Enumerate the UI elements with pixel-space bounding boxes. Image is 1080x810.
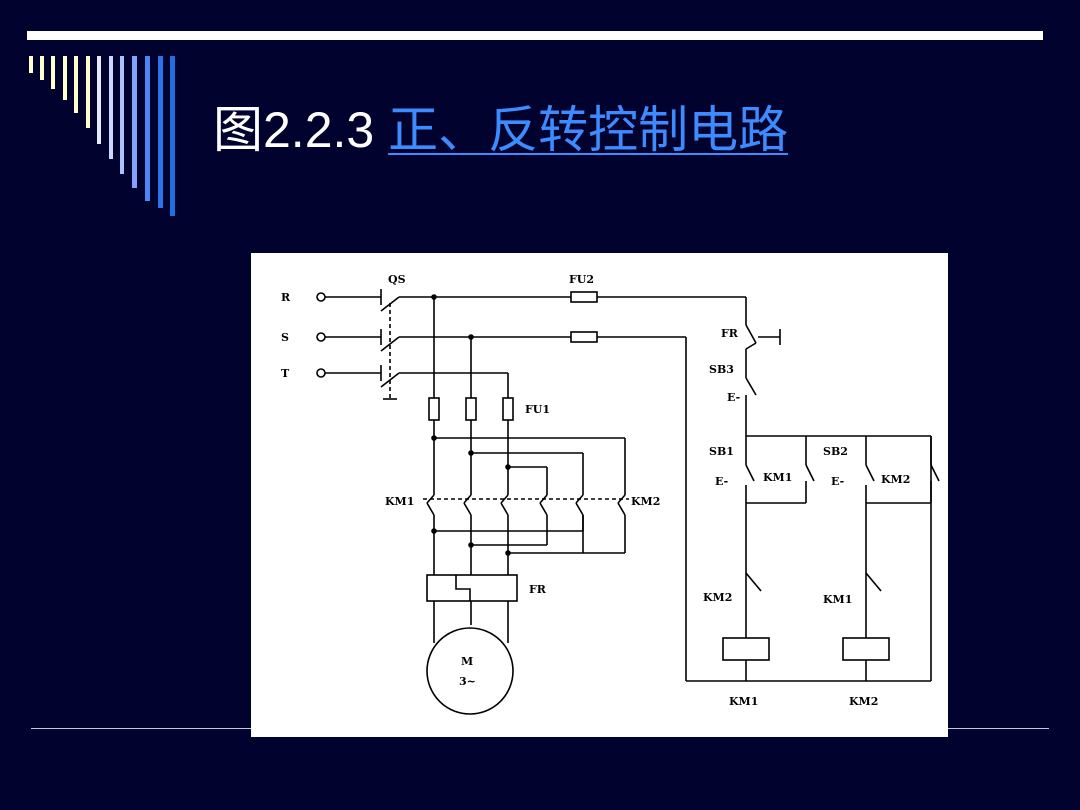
label-km1-interlock: KM1 — [823, 593, 852, 606]
label-qs: QS — [388, 273, 406, 286]
terminal-t — [316, 368, 326, 378]
label-km2-main: KM2 — [631, 495, 660, 508]
label-km1-main: KM1 — [385, 495, 414, 508]
label-r: R — [281, 291, 291, 304]
label-t: T — [281, 367, 290, 380]
label-km2-aux: KM2 — [881, 473, 910, 486]
title-prefix: 图2.2.3 — [213, 102, 389, 158]
label-e3: E- — [727, 391, 740, 404]
slide-title: 图2.2.3 正、反转控制电路 — [213, 98, 788, 162]
label-fu2: FU2 — [569, 273, 594, 286]
label-km2-coil: KM2 — [849, 695, 878, 708]
terminal-s — [316, 332, 326, 342]
label-s: S — [281, 331, 289, 344]
label-sb1: SB1 — [709, 445, 734, 458]
label-sb3: SB3 — [709, 363, 734, 376]
label-km1-aux: KM1 — [763, 471, 792, 484]
title-link[interactable]: 正、反转控制电路 — [388, 101, 789, 159]
circuit-diagram: R S T QS FU2 FU1 FR SB3 E- SB1 SB2 E- E-… — [251, 253, 948, 737]
label-fr-relay: FR — [529, 583, 547, 596]
circuit-svg: R S T QS FU2 FU1 FR SB3 E- SB1 SB2 E- E-… — [281, 273, 940, 715]
label-e1: E- — [715, 475, 728, 488]
label-motor-phase: 3~ — [459, 675, 476, 688]
label-e2: E- — [831, 475, 844, 488]
top-rule — [27, 31, 1043, 40]
label-km2-interlock: KM2 — [703, 591, 732, 604]
label-motor: M — [461, 655, 473, 668]
label-sb2: SB2 — [823, 445, 848, 458]
label-fu1: FU1 — [525, 403, 550, 416]
terminal-r — [316, 292, 326, 302]
label-fr-contact: FR — [721, 327, 739, 340]
decorative-stripes — [29, 56, 175, 216]
label-km1-coil: KM1 — [729, 695, 758, 708]
